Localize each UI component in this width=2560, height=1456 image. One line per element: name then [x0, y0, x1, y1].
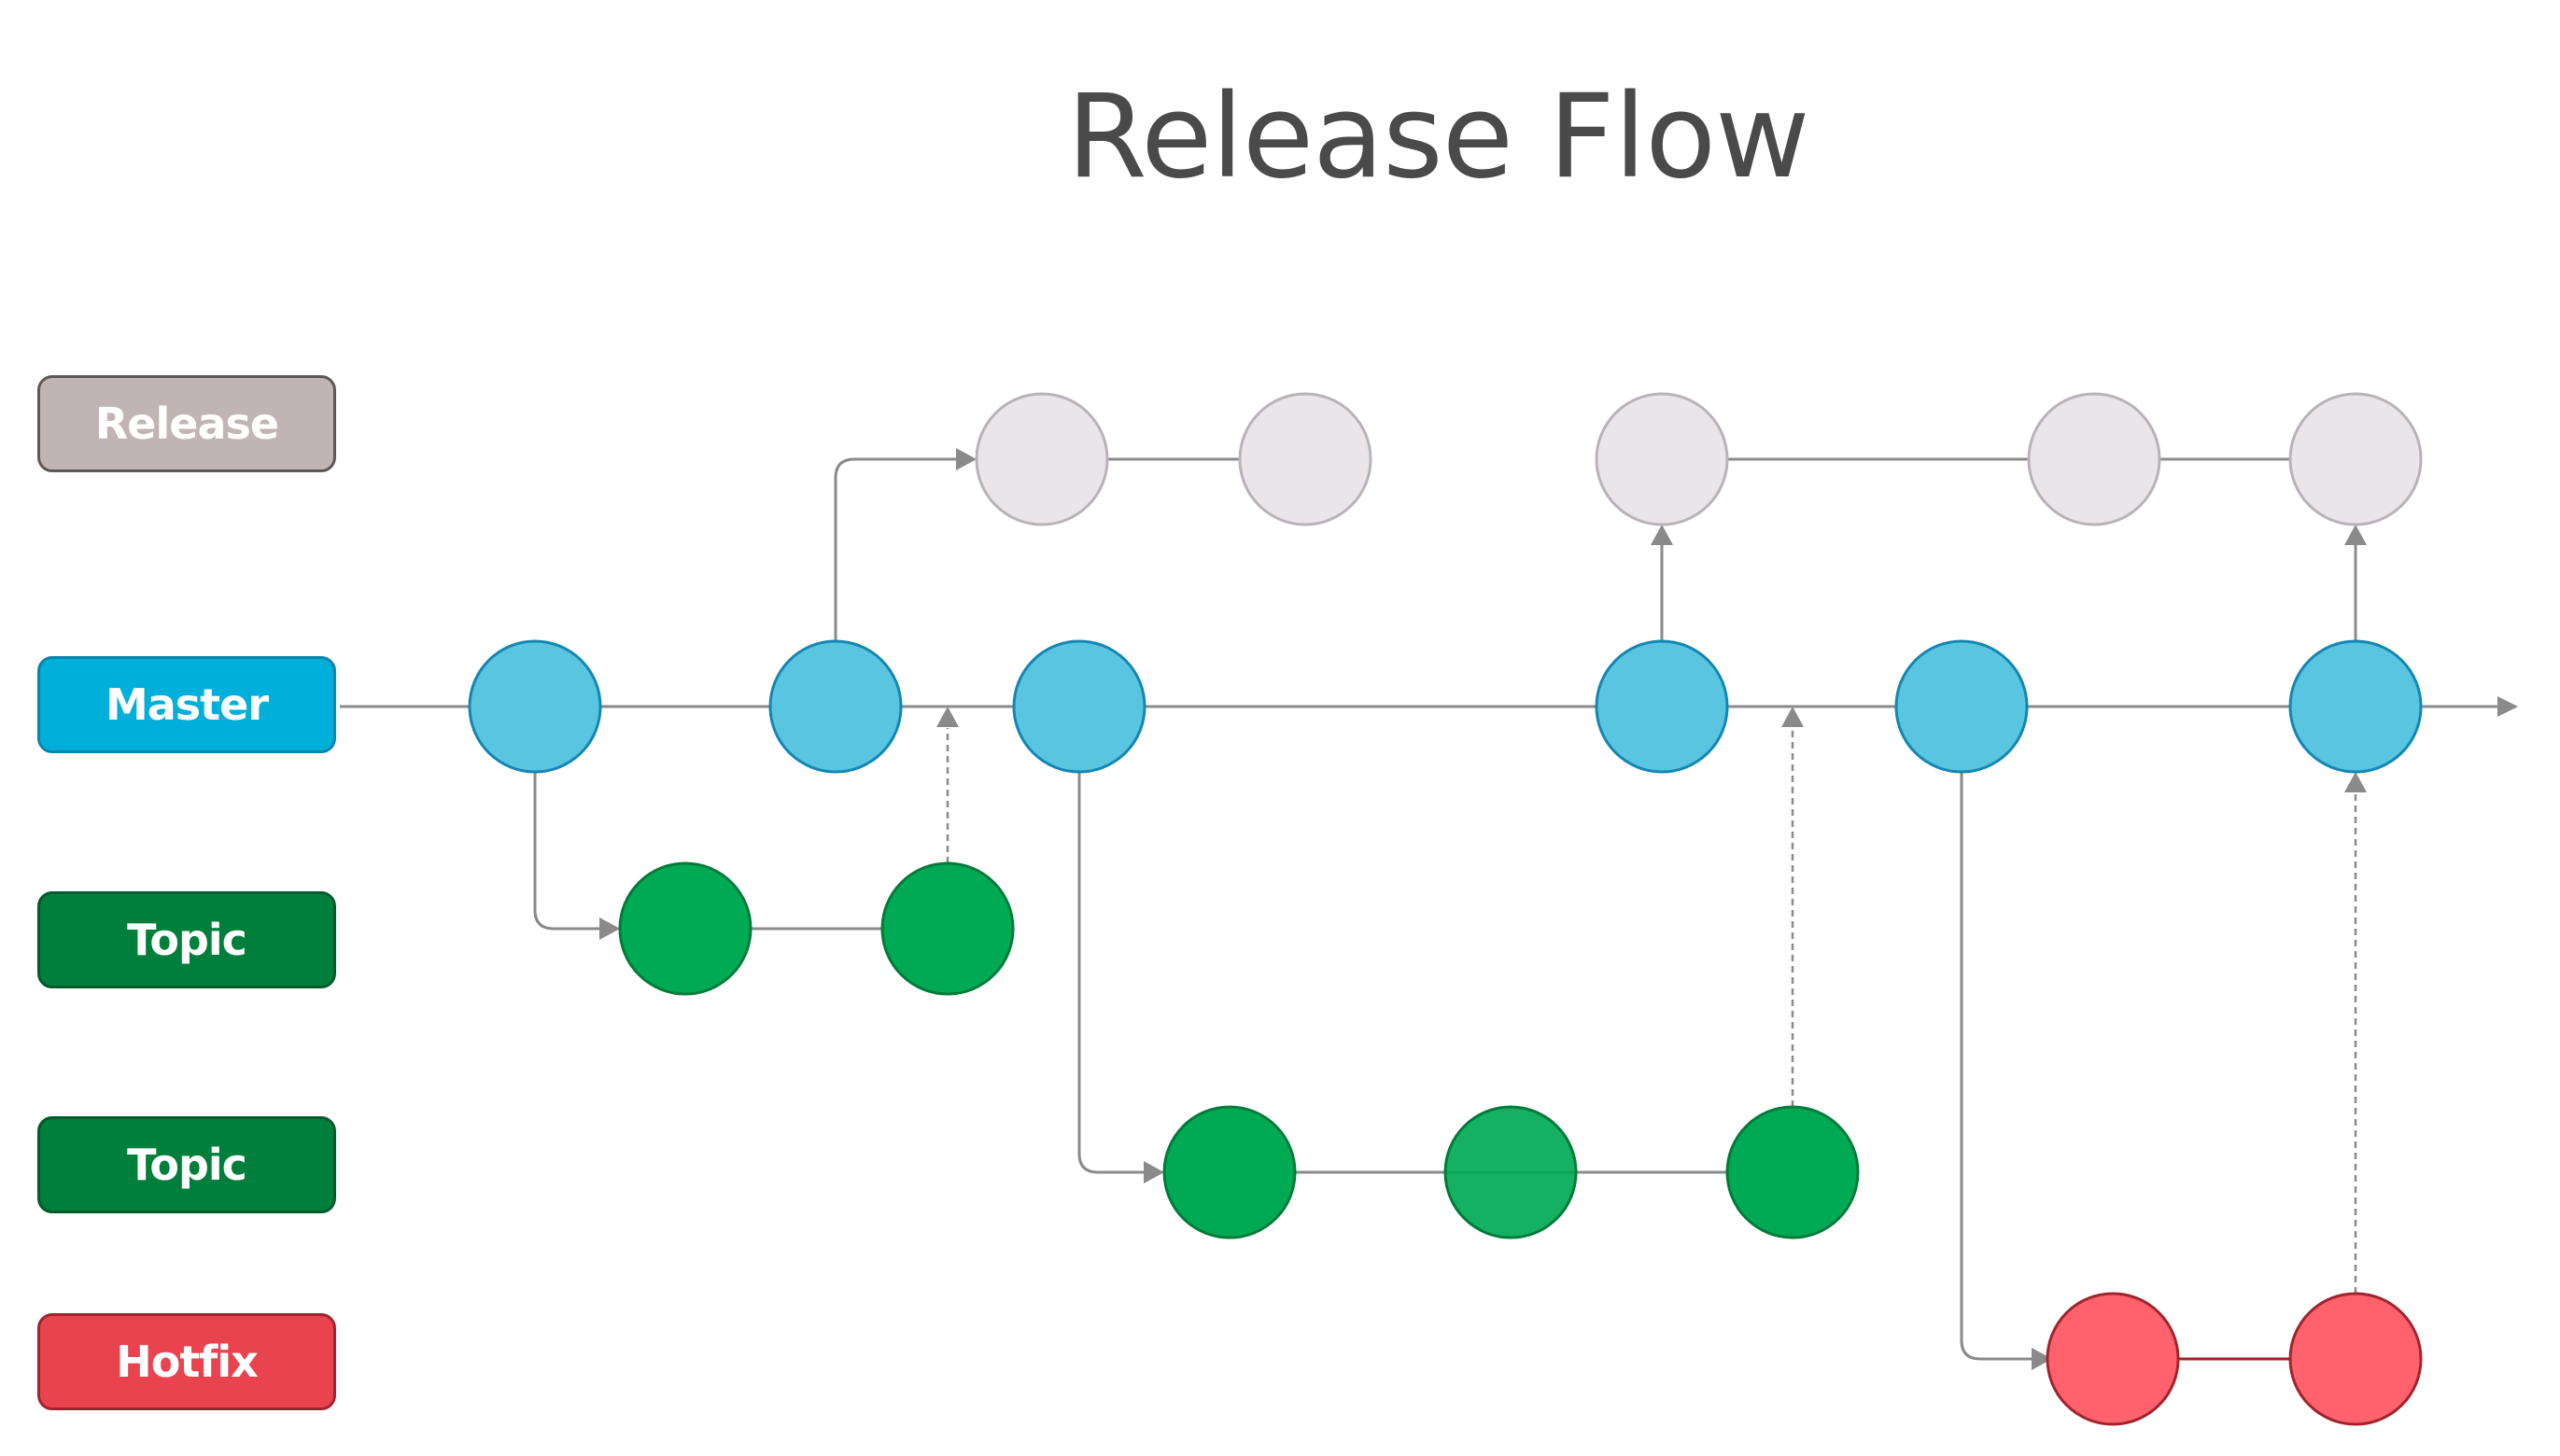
lane-label-master: Master [37, 656, 336, 753]
branch-arrowhead-hotfix [2032, 1348, 2052, 1370]
hotfix-commit [2046, 1292, 2180, 1426]
branch-arrowhead-release-1 [956, 448, 977, 470]
master-commit [1595, 639, 1729, 774]
branch-master-to-release-1 [834, 457, 965, 641]
branch-arrowhead-release-2 [1651, 525, 1673, 545]
lane-label-topic-2: Topic [37, 1116, 336, 1213]
topic-commit [618, 861, 753, 996]
release-commit [1595, 392, 1729, 526]
lane-label-hotfix: Hotfix [37, 1313, 336, 1410]
branch-master-to-topic-2 [1077, 772, 1151, 1174]
branch-arrowhead-topic-2 [1144, 1161, 1164, 1183]
master-commit [2288, 639, 2423, 774]
page-title: Release Flow [1066, 70, 1810, 204]
branch-master-to-topic-1 [533, 772, 607, 931]
release-commit [1238, 392, 1372, 526]
branch-arrowhead-topic-1 [599, 917, 620, 940]
merge-arrowhead-topic-1 [936, 707, 959, 727]
branch-arrowhead-release-3 [2344, 525, 2367, 545]
master-commit [468, 639, 602, 774]
topic-commit [1725, 1105, 1860, 1239]
release-commit [2288, 392, 2423, 526]
branch-master-to-hotfix [1960, 772, 2039, 1361]
merge-arrowhead-hotfix [2344, 772, 2367, 792]
lane-label-release: Release [37, 375, 336, 472]
connector-lines [340, 448, 2518, 1370]
master-commit [1012, 639, 1146, 774]
hotfix-commit [2288, 1292, 2423, 1426]
release-commit [2027, 392, 2161, 526]
merge-arrowhead-topic-2 [1781, 707, 1804, 727]
topic-commit [1162, 1105, 1297, 1239]
release-commit [975, 392, 1109, 526]
topic-commit [880, 861, 1015, 996]
master-commit [768, 639, 903, 774]
master-commit [1894, 639, 2029, 774]
topic-commit [1443, 1105, 1578, 1239]
commit-nodes [468, 392, 2423, 1426]
lane-label-topic-1: Topic [37, 891, 336, 988]
